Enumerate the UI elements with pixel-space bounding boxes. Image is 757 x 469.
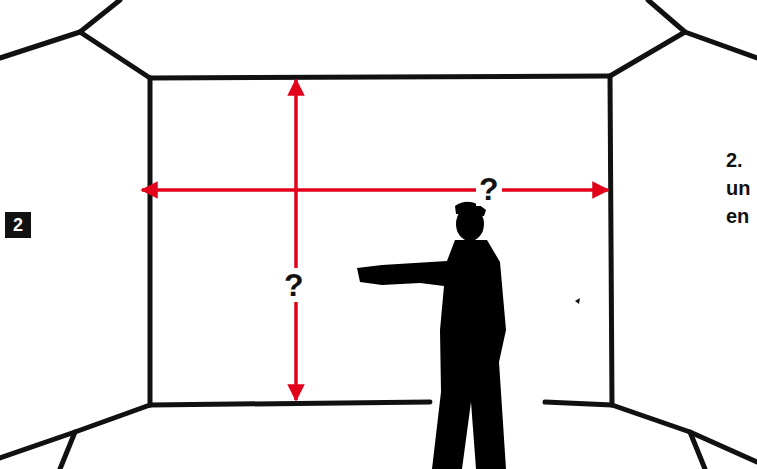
corner-edge [610,32,685,76]
speck [575,298,580,304]
floor-corner [60,432,75,469]
ceiling-edge [0,0,120,58]
width-arrow [142,188,608,192]
ceiling-edge [648,0,757,58]
floor-edge [150,402,430,405]
callout-box: 2 [5,212,31,238]
wall-corner [148,78,153,405]
question-mark: ? [476,172,502,206]
height-arrow [294,80,298,400]
ceiling-edge [150,76,610,78]
dimension-arrows [142,80,608,400]
side-text: en [726,206,749,226]
side-text: un [726,178,750,198]
floor-edge [545,402,612,405]
wall-corner [610,76,612,405]
floor-corner [690,432,705,469]
corner-edge [80,32,150,78]
floor-corner [612,405,757,462]
side-text: 2. [726,150,743,170]
question-mark: ? [281,268,307,302]
callout-number: 2 [13,215,23,236]
body [357,240,506,469]
person-silhouette [357,202,506,469]
